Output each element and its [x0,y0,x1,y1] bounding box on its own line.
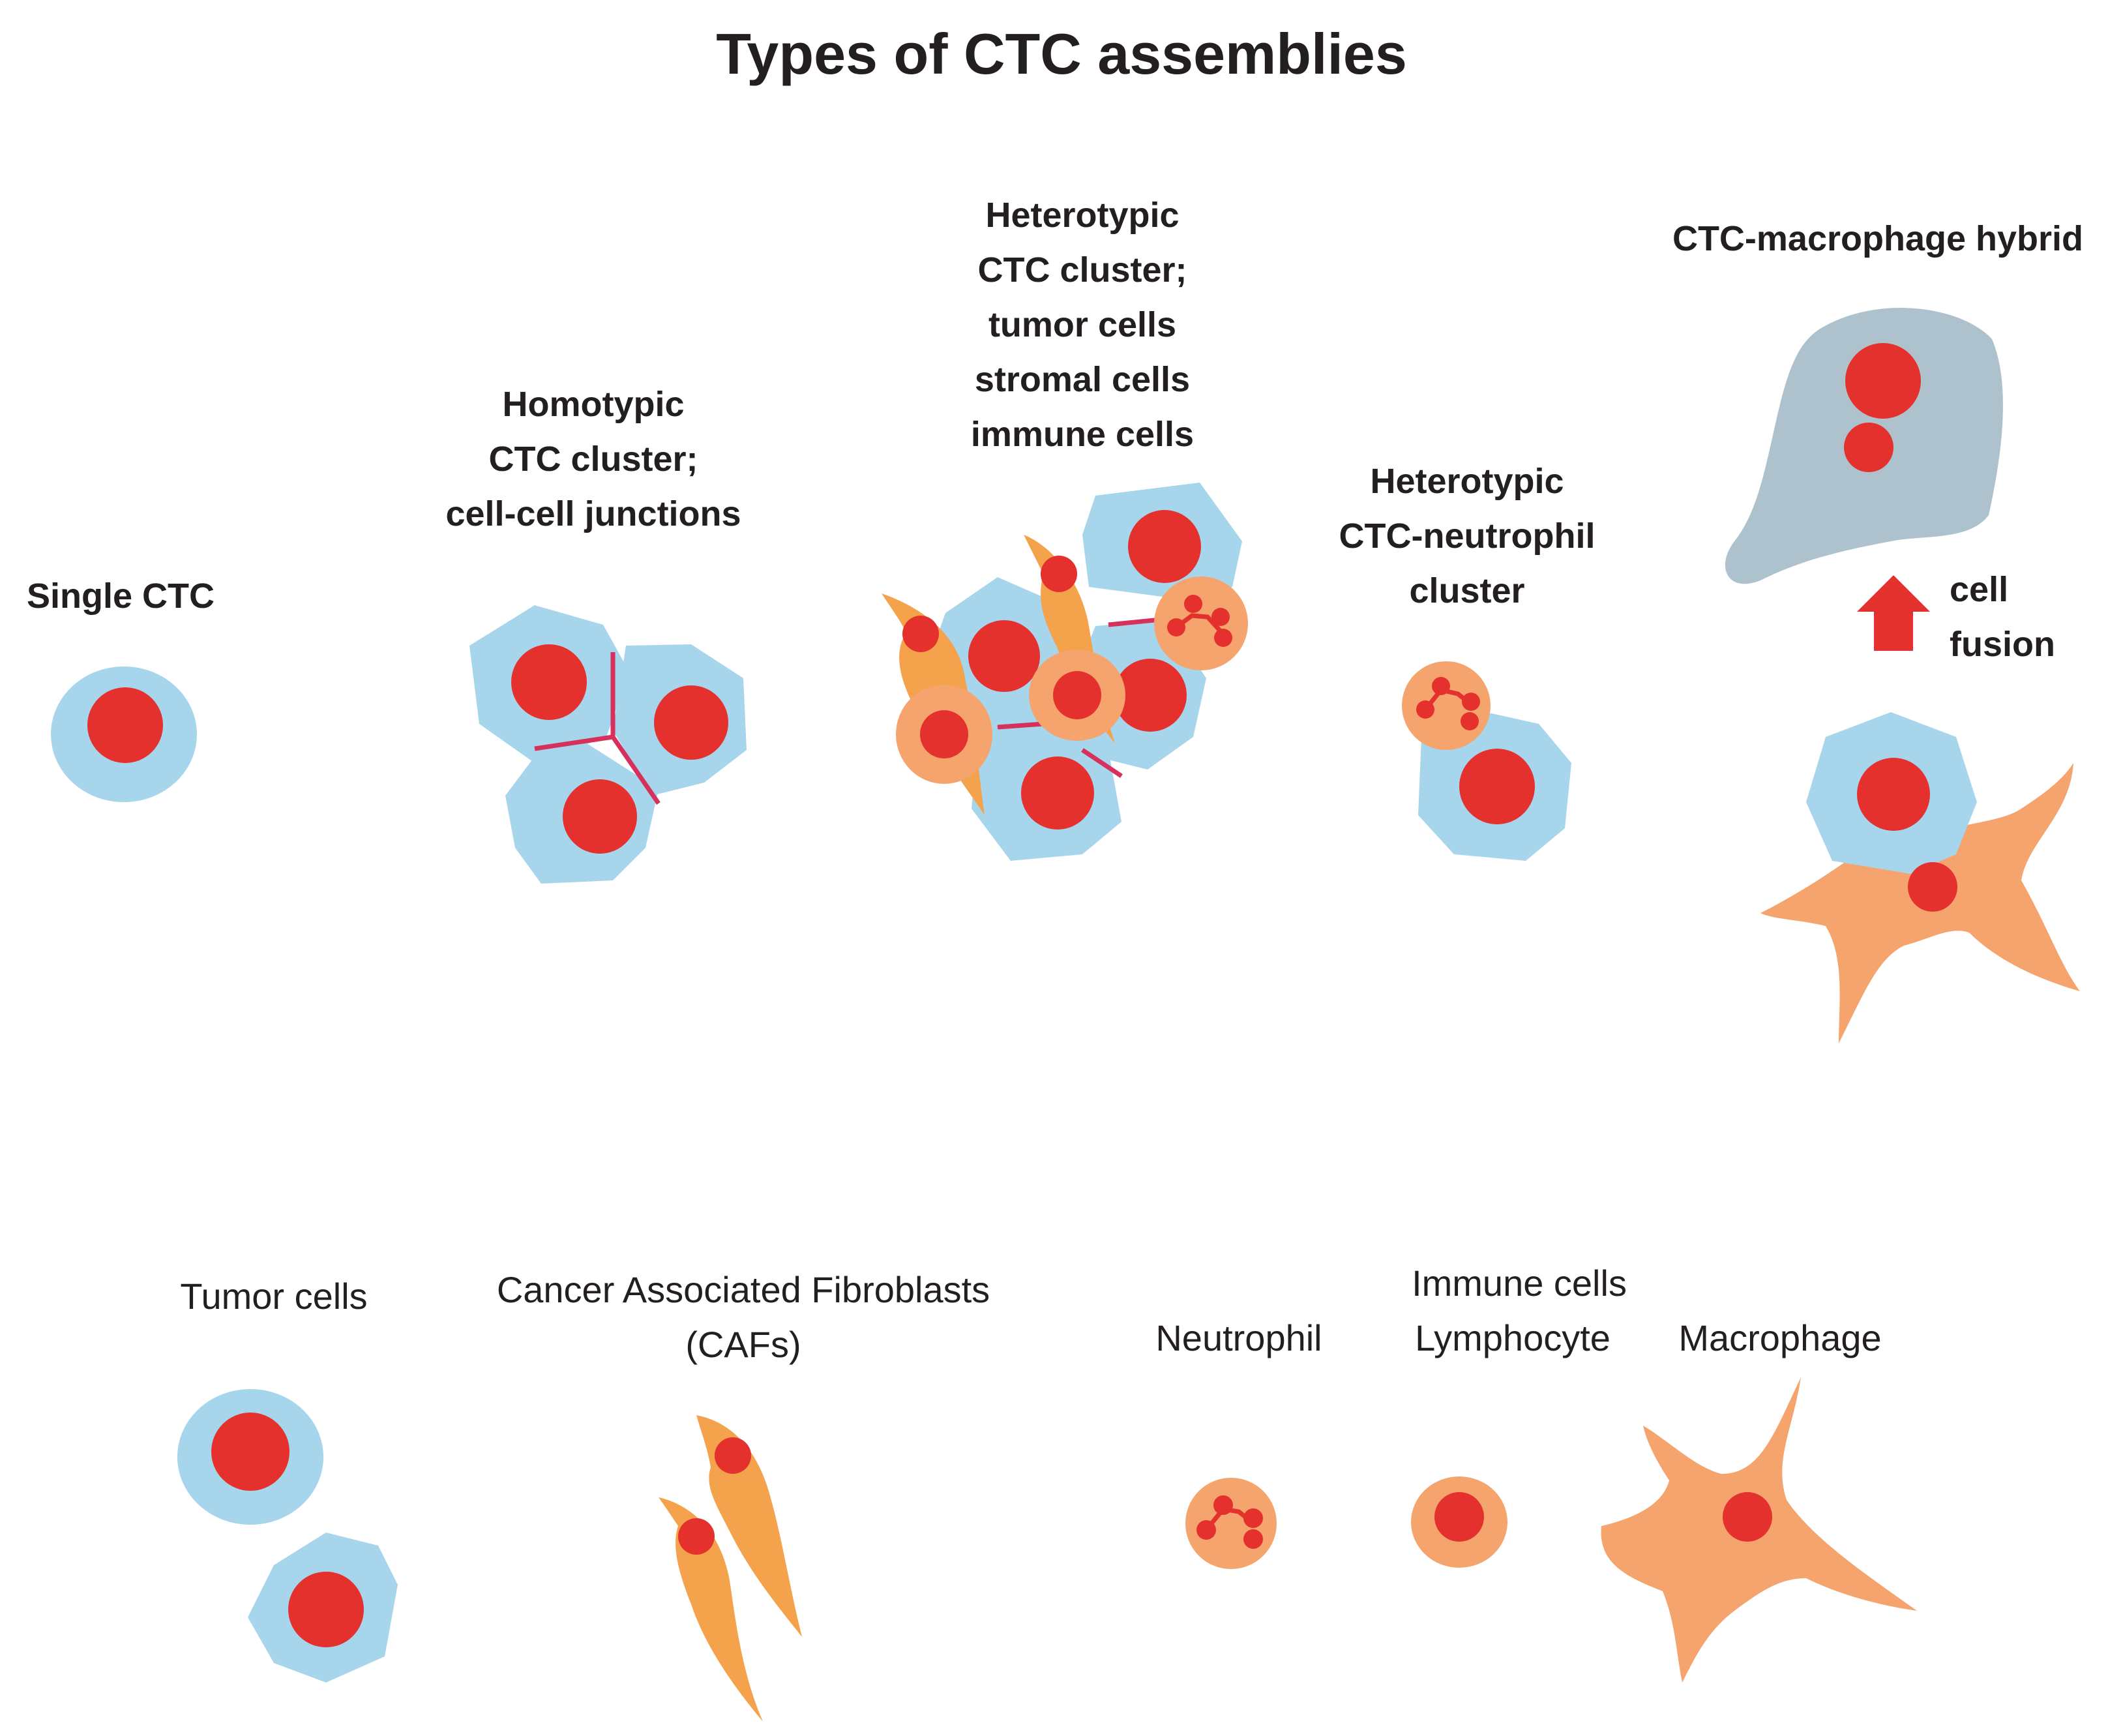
neutrophil-lobed-nucleus [1167,595,1232,647]
figure-title: Types of CTC assemblies [0,18,2123,90]
nucleus-lobe [1184,595,1202,613]
label-homotypic: Homotypic CTC cluster; cell-cell junctio… [385,377,802,541]
nucleus [288,1572,364,1647]
nucleus-lobe [1196,1520,1216,1540]
label-line: CTC cluster; [977,250,1187,290]
legend-line: Lymphocyte [1415,1317,1611,1358]
nucleus-lobe [1432,677,1450,695]
nucleus [1844,423,1893,472]
nucleus [1053,671,1101,719]
nucleus [563,779,637,854]
nucleus [678,1518,715,1555]
junction-line [997,721,1044,730]
nucleus [1908,862,1957,912]
nucleus [1114,659,1187,732]
label-line: tumor cells [988,305,1177,344]
junction-line [534,734,614,751]
label-line: Heterotypic [985,196,1180,235]
nucleus [87,687,163,763]
label-single-ctc: Single CTC [7,569,235,623]
nucleus [1845,343,1921,419]
nucleus [1459,749,1535,824]
legend-lymphocyte: Lymphocyte [1376,1311,1650,1366]
label-line: cell-cell junctions [445,494,741,533]
legend-line: Cancer Associated Fibroblasts [496,1269,990,1310]
nucleus [920,710,968,758]
legend-line: Immune cells [1412,1263,1627,1304]
ctc-neutrophil-cluster [1402,661,1571,861]
junction-line [611,736,661,805]
legend-tumor-icon [177,1389,398,1683]
neutrophil-lobed-nucleus [1416,677,1480,730]
legend-macrophage-icon [1601,1377,1917,1683]
nucleus [511,644,587,720]
single-ctc [51,666,197,802]
neutrophil-lobed-nucleus [1196,1495,1263,1549]
legend-lymphocyte-icon [1411,1476,1507,1568]
label-heterotypic: Heterotypic CTC cluster; tumor cells str… [913,188,1252,462]
legend-caf-icon [659,1415,802,1722]
label-line: Heterotypic [1370,462,1564,501]
label-line: CTC-neutrophil [1339,516,1596,556]
homotypic-cluster [469,605,747,884]
nucleus-lobe [1211,608,1230,626]
label-line: Single CTC [26,576,215,616]
nucleus [1128,510,1201,583]
nucleus [1041,556,1077,592]
legend-cafs: Cancer Associated Fibroblasts (CAFs) [443,1263,1043,1372]
nucleus [211,1413,290,1491]
figure-title-text: Types of CTC assemblies [716,22,1407,86]
ctc-macrophage-hybrid [1725,308,2003,584]
nucleus-lobe [1461,712,1479,730]
legend-line: Tumor cells [180,1276,368,1317]
legend-immune-cells: Immune cells [1382,1256,1656,1311]
label-line: fusion [1950,625,2055,664]
heterotypic-cluster [882,483,1248,861]
label-cell-fusion: cell fusion [1950,562,2106,672]
nucleus-lobe [1462,693,1480,711]
legend-line: Neutrophil [1155,1317,1322,1358]
label-line: Homotypic [502,385,685,424]
nucleus [654,685,728,760]
neutrophil-cytoplasm [1154,576,1248,670]
legend-line: (CAFs) [685,1324,801,1365]
fibroblast-cytoplasm [659,1497,763,1722]
nucleus-lobe [1213,1495,1233,1515]
nucleus [1434,1492,1484,1542]
legend-macrophage: Macrophage [1643,1311,1917,1366]
nucleus [1021,756,1094,830]
junction-line [1108,617,1161,627]
junction-line [1081,748,1123,778]
nucleus [715,1437,751,1474]
nucleus [1857,758,1930,831]
legend-line: Macrophage [1678,1317,1882,1358]
cell-fusion-arrow [1857,575,1930,651]
nucleus-lobe [1243,1508,1263,1528]
legend-tumor-cells: Tumor cells [117,1269,430,1324]
nucleus [902,616,939,652]
nucleus-lobe [1416,700,1434,719]
legend-neutrophil: Neutrophil [1108,1311,1369,1366]
nucleus [1723,1492,1772,1542]
ctc-macrophage-pair [1760,712,2080,1043]
cell-cell-junctions [534,652,661,805]
label-ctc-neutrophil: Heterotypic CTC-neutrophil cluster [1291,454,1643,618]
nucleus [968,620,1040,692]
nucleus-lobe [1214,629,1232,647]
arrow-up-icon [1857,575,1930,651]
label-hybrid: CTC-macrophage hybrid [1643,211,2113,266]
label-line: immune cells [970,415,1195,454]
label-line: CTC-macrophage hybrid [1672,219,2084,258]
nucleus-lobe-link [1174,613,1223,633]
nucleus-lobe [1243,1529,1263,1549]
label-line: cluster [1409,571,1525,610]
label-line: cell [1950,570,2009,609]
label-line: CTC cluster; [488,440,698,479]
label-line: stromal cells [974,360,1191,399]
nucleus-lobe [1167,618,1185,636]
legend-neutrophil-icon [1185,1478,1277,1569]
